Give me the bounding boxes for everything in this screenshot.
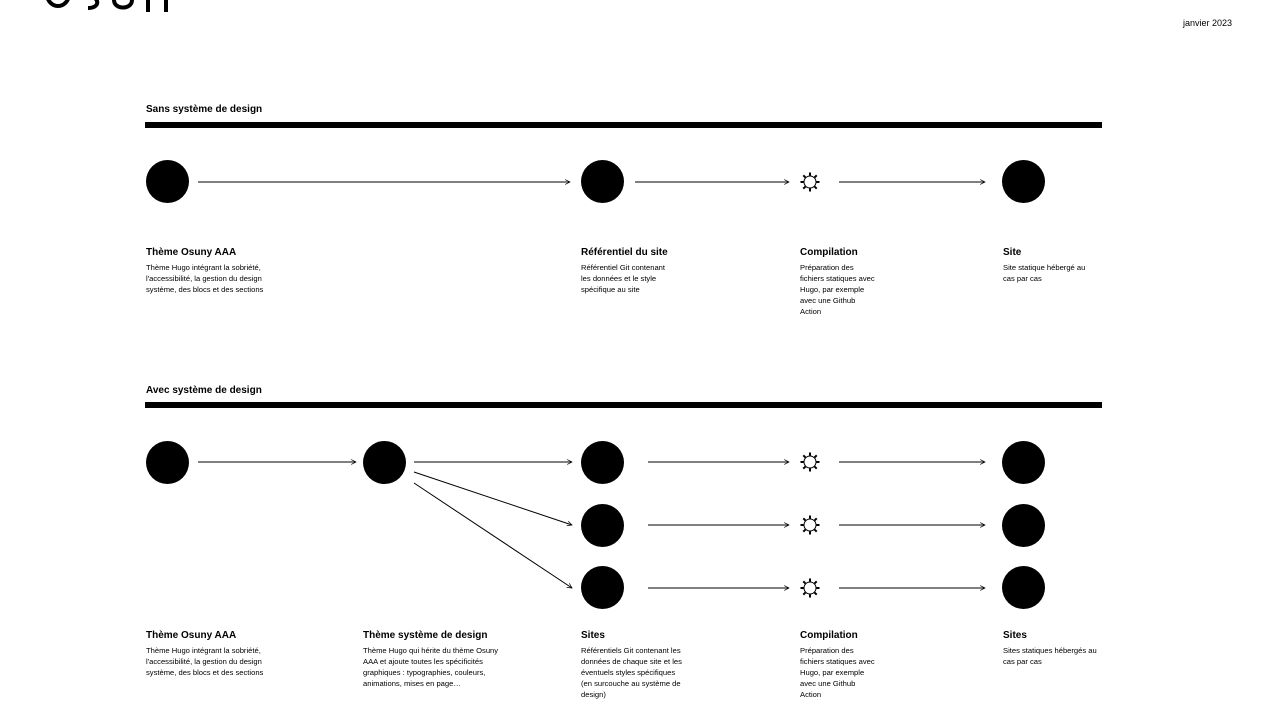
label-title: Compilation xyxy=(800,247,858,258)
label-theme-osuny: Thème Osuny AAA Thème Hugo intégrant la … xyxy=(146,246,271,295)
gear-icon xyxy=(800,578,820,598)
osuny-logo xyxy=(46,0,168,12)
label-site: Site Site statique hébergé au cas par ca… xyxy=(1003,246,1098,284)
label-title: Compilation xyxy=(800,630,858,641)
label-description: Référentiel Git contenant les données et… xyxy=(581,263,666,294)
arrow-design-theme-to-site-2 xyxy=(413,471,572,525)
node-site-repo-2 xyxy=(581,504,624,547)
label-description: Sites statiques hébergés au cas par cas xyxy=(1003,646,1097,666)
arrow-design-theme-to-site-3 xyxy=(413,482,572,588)
node-design-system-theme xyxy=(363,441,406,484)
node-site-repo-1 xyxy=(581,441,624,484)
label-title: Thème Osuny AAA xyxy=(146,247,237,258)
label-title: Thème Osuny AAA xyxy=(146,630,237,641)
label-design-system-theme: Thème système de design Thème Hugo qui h… xyxy=(363,629,503,689)
label-title: Site xyxy=(1003,247,1022,258)
label-sites: Sites Sites statiques hébergés au cas pa… xyxy=(1003,629,1103,667)
label-compilation: Compilation Préparation des fichiers sta… xyxy=(800,629,875,700)
label-theme-osuny: Thème Osuny AAA Thème Hugo intégrant la … xyxy=(146,629,271,678)
node-theme-osuny xyxy=(146,441,189,484)
node-site-output-2 xyxy=(1002,504,1045,547)
label-description: Thème Hugo intégrant la sobriété, l'acce… xyxy=(146,646,264,677)
label-title: Thème système de design xyxy=(363,630,488,641)
label-compilation: Compilation Préparation des fichiers sta… xyxy=(800,246,875,317)
node-site-output-1 xyxy=(1002,441,1045,484)
gear-icon xyxy=(800,172,820,192)
label-description: Préparation des fichiers statiques avec … xyxy=(800,646,875,699)
section-title-with-design-system: Avec système de design xyxy=(146,385,262,396)
node-site xyxy=(1002,160,1045,203)
label-title: Sites xyxy=(1003,630,1027,641)
label-site-repository: Référentiel du site Référentiel Git cont… xyxy=(581,246,671,295)
section-divider xyxy=(145,122,1102,128)
section-divider xyxy=(145,402,1102,408)
node-site-repository xyxy=(581,160,624,203)
gear-icon xyxy=(800,452,820,472)
label-description: Site statique hébergé au cas par cas xyxy=(1003,263,1086,283)
date-label: janvier 2023 xyxy=(1183,18,1233,28)
label-description: Thème Hugo qui hérite du thème Osuny AAA… xyxy=(363,646,499,688)
label-title: Sites xyxy=(581,630,605,641)
gear-icon xyxy=(800,515,820,535)
node-site-repo-3 xyxy=(581,566,624,609)
label-description: Préparation des fichiers statiques avec … xyxy=(800,263,875,316)
section-title-without-design-system: Sans système de design xyxy=(146,104,263,115)
label-sites-repositories: Sites Référentiels Git contenant les don… xyxy=(581,629,686,700)
label-title: Référentiel du site xyxy=(581,247,668,258)
node-theme-osuny xyxy=(146,160,189,203)
label-description: Thème Hugo intégrant la sobriété, l'acce… xyxy=(146,263,264,294)
node-site-output-3 xyxy=(1002,566,1045,609)
label-description: Référentiels Git contenant les données d… xyxy=(581,646,682,699)
